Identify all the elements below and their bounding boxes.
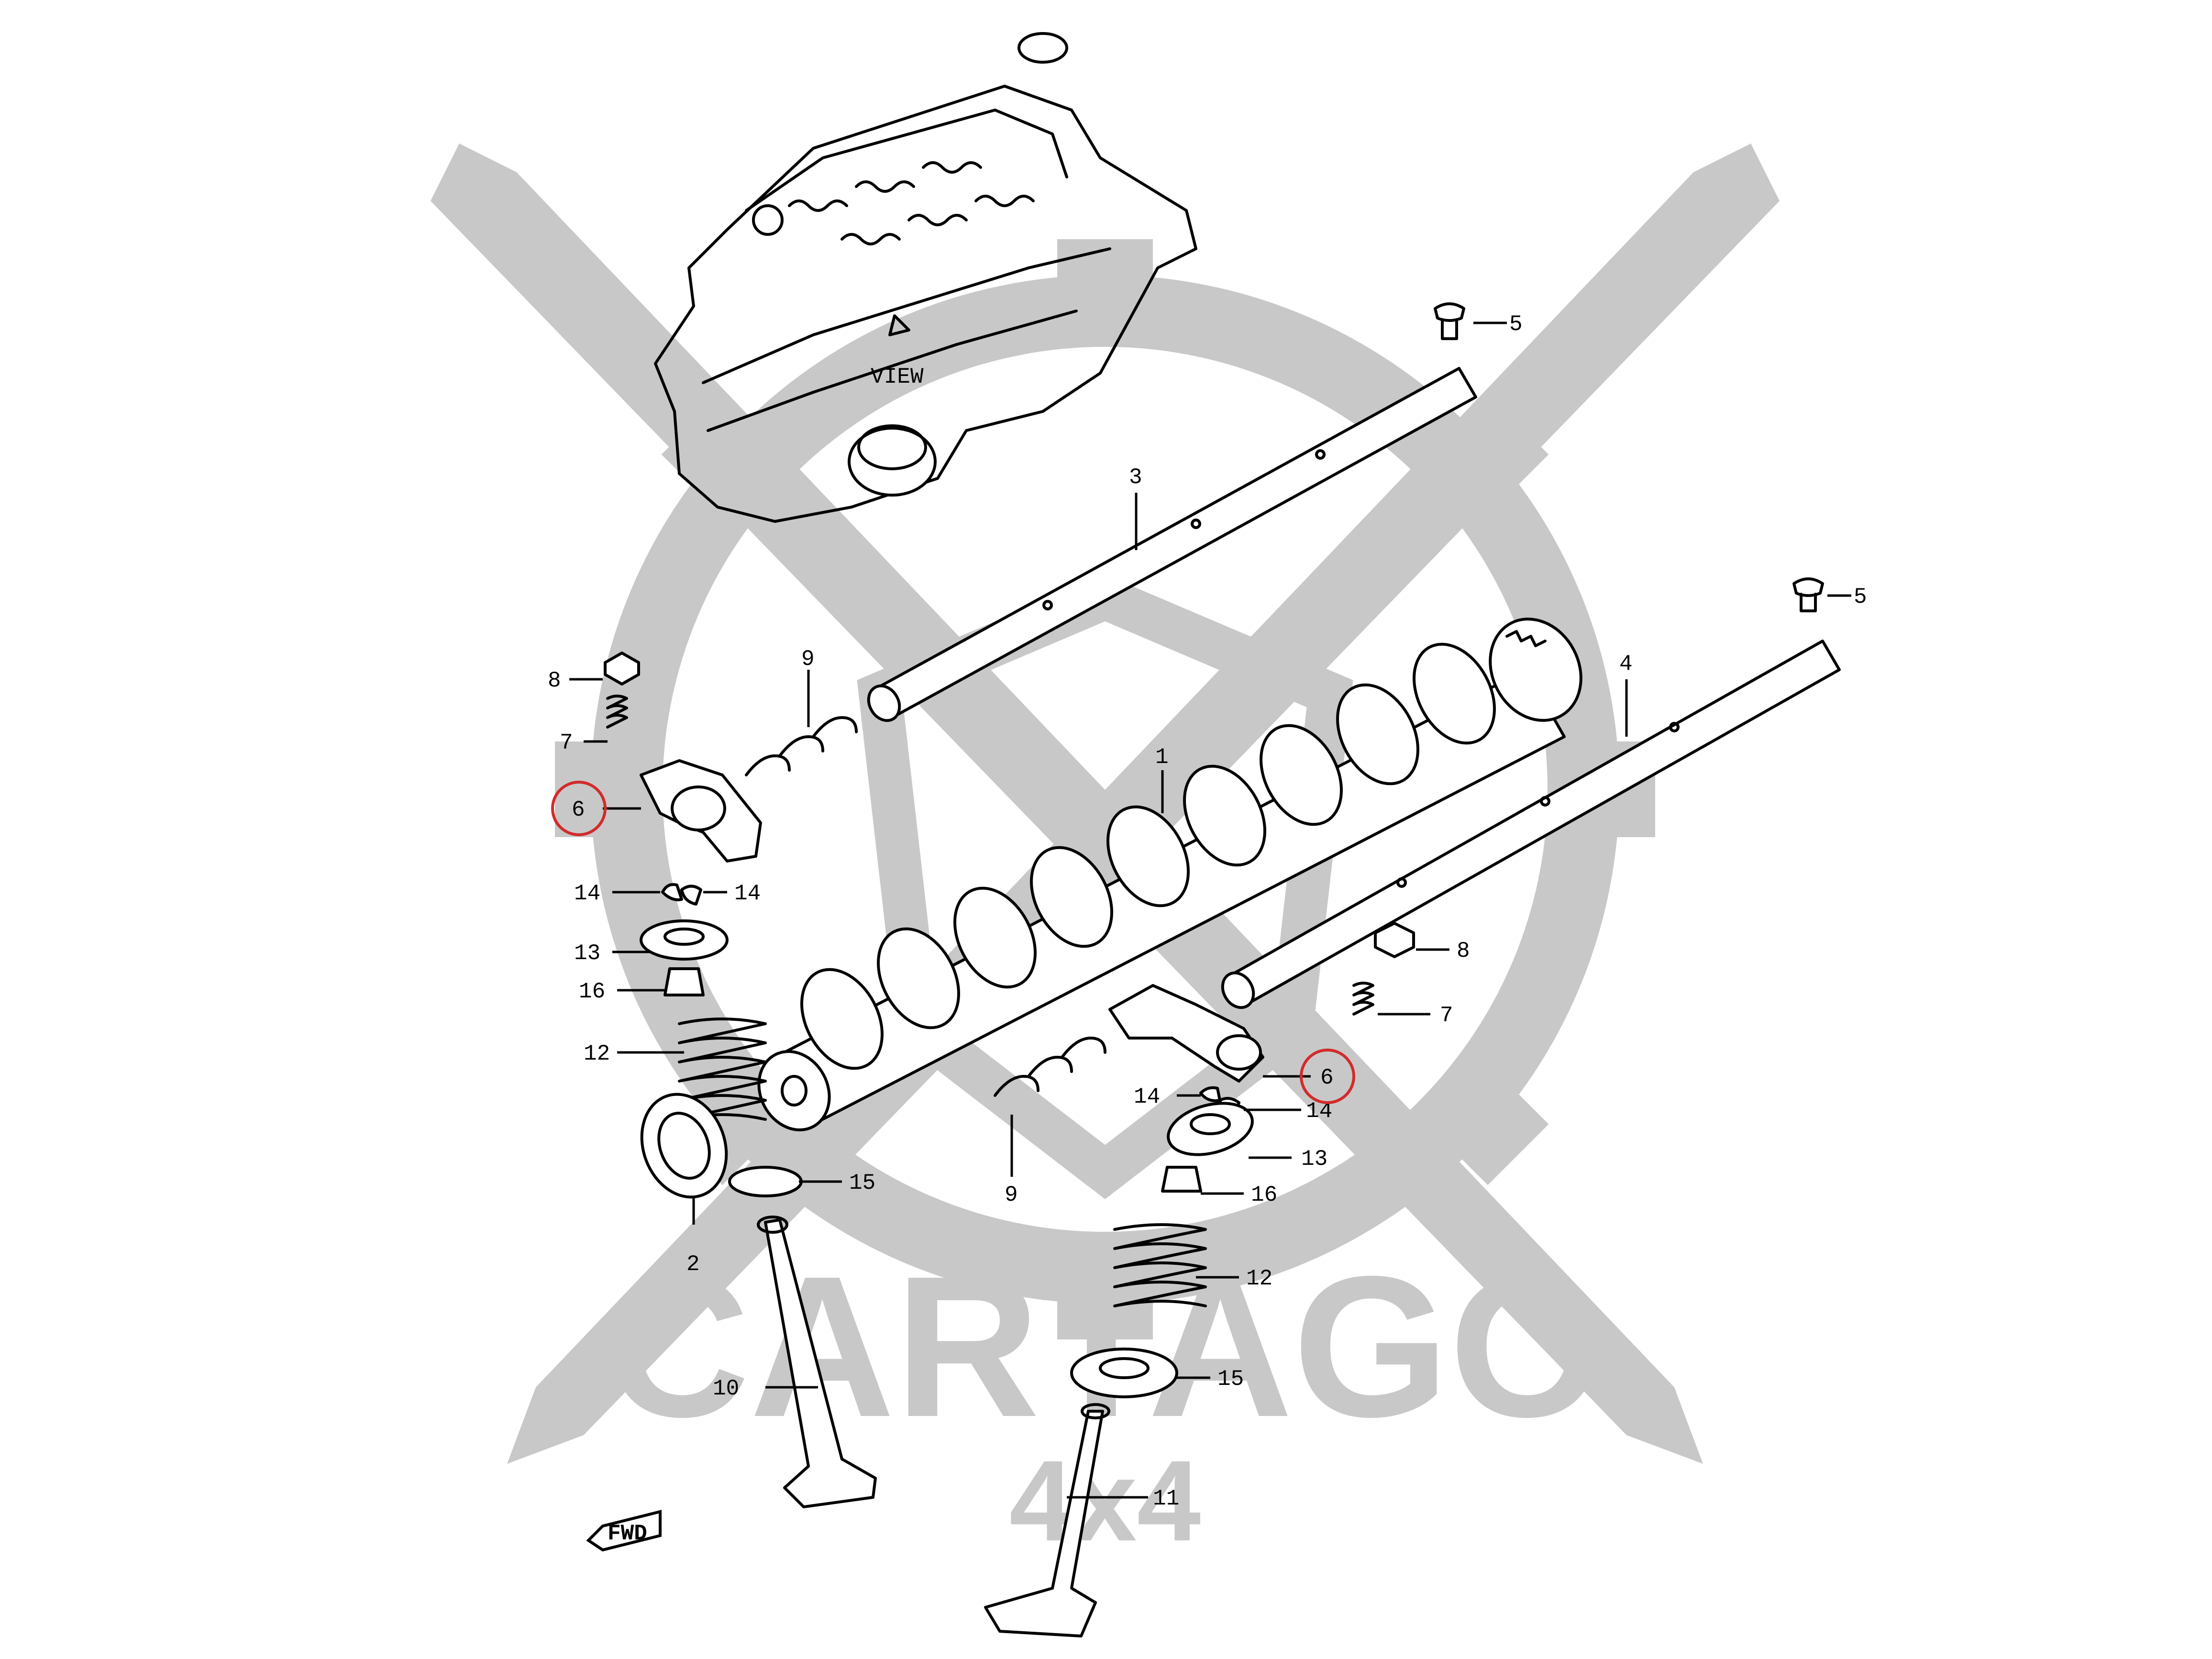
callout-intake-valve: 10: [713, 1376, 739, 1401]
valve-cotter-left-a: [661, 883, 683, 901]
leader-lines: [569, 321, 1851, 1499]
watermark-brand-text: CARTAGO: [605, 1235, 1605, 1459]
bolt-upper: [1434, 302, 1465, 322]
callout-valve-spring-left: 12: [584, 1041, 610, 1066]
fwd-label: FWD: [608, 1521, 647, 1546]
highlight-circle-rocker-arm-right: [1300, 1049, 1355, 1104]
lock-nut-right: [1374, 922, 1415, 958]
callout-valve-spring-right: 12: [1246, 1266, 1272, 1291]
valvetrain-left: [604, 652, 877, 1508]
callout-stem-seal-left: 16: [579, 979, 605, 1004]
callout-cotter-left-a: 14: [574, 881, 600, 906]
callout-stem-seal-right: 16: [1251, 1183, 1277, 1207]
callout-oil-seal: 2: [686, 1252, 700, 1277]
callout-camshaft: 1: [1155, 745, 1169, 770]
valve-cotter-left-b: [680, 885, 702, 906]
callout-spring-right: 9: [1005, 1183, 1018, 1207]
view-arrow-icon: [888, 314, 910, 336]
callout-retainer-right: 13: [1301, 1147, 1327, 1172]
callout-nut-right: 8: [1457, 939, 1470, 963]
spring-retainer-left: [640, 919, 729, 961]
callout-cotter-left-b: 14: [734, 881, 761, 906]
valve-stem-seal-left: [664, 967, 705, 996]
spring-retainer-right: [1167, 1102, 1254, 1156]
callout-cotter-right-a: 14: [1134, 1084, 1160, 1109]
callout-exhaust-valve: 11: [1153, 1486, 1179, 1511]
callout-screw-right: 7: [1440, 1003, 1453, 1028]
rocker-spring-left: [745, 716, 858, 776]
rocker-spring-right: [994, 1037, 1106, 1097]
bolt-lower: [1792, 577, 1824, 597]
valvetrain-right: [984, 302, 1824, 1637]
watermark-crossed-swords: [431, 144, 1780, 1464]
callout-bolt-lower: 5: [1854, 585, 1867, 609]
intake-valve: [764, 1218, 877, 1508]
callout-bolt-upper: 5: [1509, 312, 1523, 337]
highlight-circle-rocker-arm-left: [551, 781, 607, 836]
highlight-markers: [551, 781, 1355, 1104]
callout-retainer-left: 13: [574, 941, 600, 966]
rocker-shaft-upper: [867, 367, 1477, 722]
watermark-suffix-text: 4x4: [1009, 1437, 1201, 1565]
callout-rocker-shaft-upper: 3: [1129, 465, 1142, 490]
valve-stem-seal-right: [1161, 1166, 1202, 1193]
rocker-shaft-lower: [1221, 640, 1841, 1009]
adjusting-screw-left: [606, 695, 628, 729]
adjusting-screw-right: [1352, 982, 1374, 1016]
valve-spring-left: [678, 1018, 767, 1121]
view-label: VIEW: [871, 365, 924, 389]
callout-spring-left: 9: [801, 647, 815, 672]
valve-cotter-right-a: [1199, 1086, 1221, 1102]
callout-rocker-arm-left: 6: [572, 797, 585, 822]
forward-indicator: FWD: [586, 1510, 662, 1552]
cylinder-head-overview: VIEW: [654, 32, 1197, 523]
callout-screw-left: 7: [560, 730, 573, 755]
spring-seat-right: [1070, 1348, 1178, 1398]
lock-nut-left: [604, 652, 640, 686]
camshaft: [757, 618, 1582, 1131]
spring-seat-left: [728, 1166, 803, 1197]
exhaust-valve: [984, 1410, 1104, 1637]
callout-rocker-shaft-lower: 4: [1619, 652, 1633, 676]
callout-seat-right: 15: [1217, 1367, 1244, 1392]
callout-seat-left: 15: [849, 1171, 875, 1195]
callout-nut-left: 8: [548, 668, 561, 693]
valve-spring-right: [1113, 1223, 1207, 1307]
fwd-arrow-icon: [586, 1510, 662, 1552]
callout-labels: 1 2 3 4 5 5 6 6 7 7 8 8 9 9 10 11 12 12 …: [548, 312, 1867, 1511]
callout-rocker-arm-right: 6: [1320, 1065, 1334, 1090]
